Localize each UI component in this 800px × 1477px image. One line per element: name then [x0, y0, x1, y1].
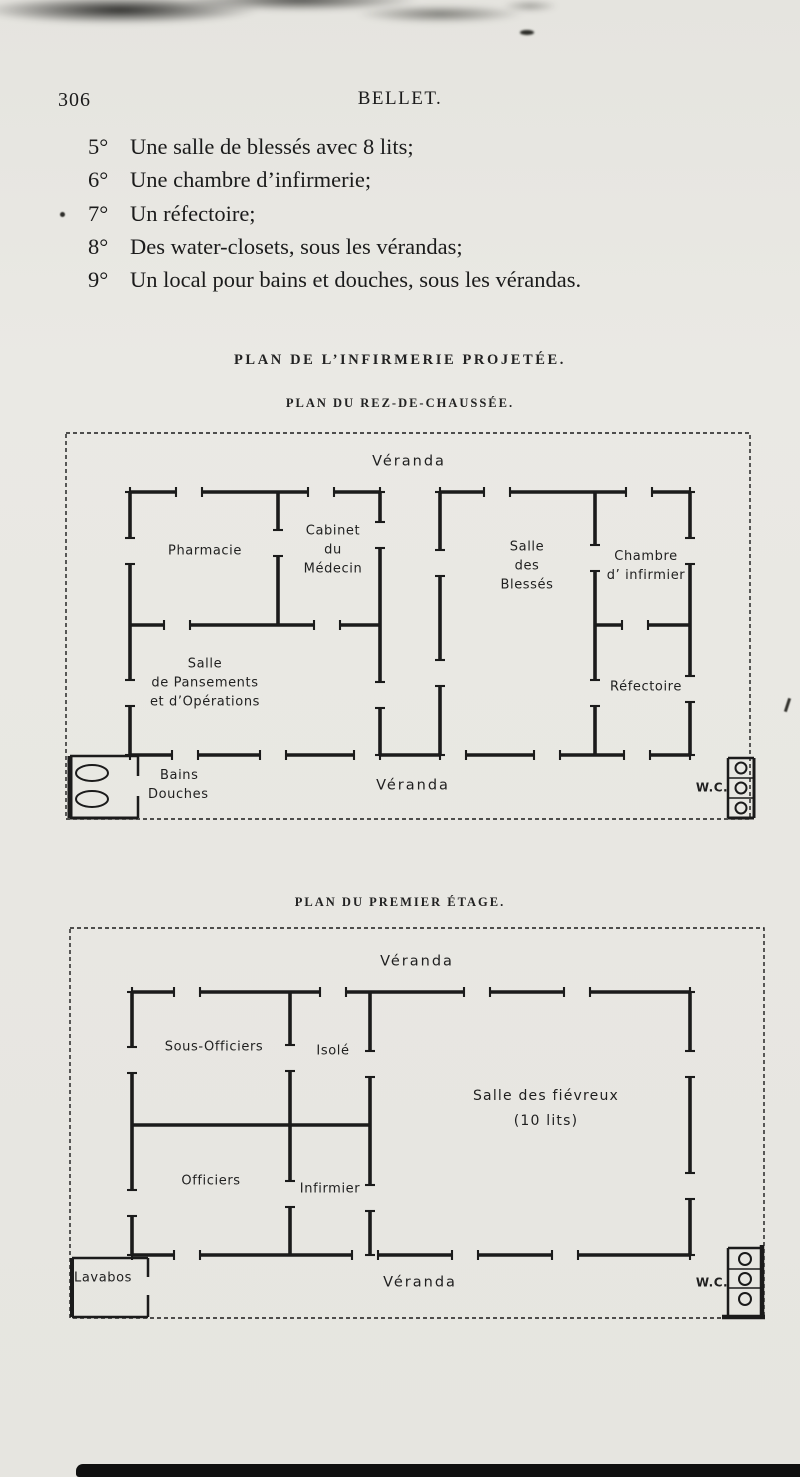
- list-item-number: 8°: [88, 233, 109, 259]
- first-floor-drawing: [69, 927, 765, 1320]
- list-item-9: 9° Un local pour bains et douches, sous …: [88, 263, 748, 296]
- numbered-list: 5° Une salle de blessés avec 8 lits; 6° …: [88, 130, 748, 296]
- first-floor-title: PLAN DU PREMIER ÉTAGE.: [294, 894, 506, 909]
- list-item-number: 5°: [88, 134, 109, 159]
- page-number: 306: [58, 89, 91, 111]
- scan-bar-bottom: [76, 1464, 800, 1477]
- ground-floor-title: PLAN DU REZ-DE-CHAUSSÉE.: [285, 395, 515, 410]
- room-label-salle-blesses: Salle des Blessés: [500, 539, 554, 593]
- toilet-shape: [734, 801, 748, 815]
- list-item-6: 6° Une chambre d’infirmerie;: [88, 163, 748, 196]
- room-label-veranda-bottom: Véranda: [383, 1274, 457, 1291]
- room-label-salle-pansements: Salle de Pansements et d’Opérations: [149, 656, 261, 710]
- toilet-shape: [738, 1292, 752, 1306]
- list-item-number: 9°: [88, 267, 109, 293]
- room-label-isole: Isolé: [316, 1043, 350, 1059]
- toilet-shape: [738, 1252, 752, 1266]
- room-label-infirmier: Infirmier: [299, 1181, 361, 1197]
- toilet-shape: [734, 781, 748, 795]
- plan-dashed-border: [65, 432, 751, 820]
- list-item-text: Un local pour bains et douches, sous les…: [130, 267, 582, 293]
- list-item-text: Un réfectoire;: [130, 200, 256, 226]
- room-label-cabinet-medecin: Cabinet du Médecin: [303, 523, 363, 577]
- room-label-refectoire: Réfectoire: [610, 679, 682, 695]
- room-label-officiers: Officiers: [181, 1173, 241, 1189]
- room-label-veranda-top: Véranda: [372, 453, 446, 470]
- list-item-5: 5° Une salle de blessés avec 8 lits;: [88, 130, 748, 163]
- room-label-pharmacie: Pharmacie: [168, 543, 242, 559]
- room-label-wc: W.C.: [695, 1275, 729, 1290]
- first-floor-plan: Véranda Sous-Officiers Isolé Salle des f…: [64, 925, 766, 1323]
- page-header: 306 BELLET.: [0, 88, 800, 116]
- room-label-sous-officiers: Sous-Officiers: [164, 1039, 264, 1055]
- list-item-number: 7°: [88, 200, 109, 226]
- ground-floor-drawing: [65, 432, 756, 820]
- room-label-bains-douches: Bains Douches: [148, 768, 209, 802]
- room-label-veranda-bottom: Véranda: [376, 777, 450, 794]
- plan-main-title: PLAN DE L’INFIRMERIE PROJETÉE.: [233, 352, 567, 369]
- room-label-veranda-top: Véranda: [380, 953, 454, 970]
- toilet-shape: [738, 1272, 752, 1286]
- room-label-salle-fievreux: Salle des fiévreux (10 lits): [472, 1087, 620, 1129]
- room-label-wc: W.C.: [695, 780, 729, 795]
- list-item-text: Des water-closets, sous les vérandas;: [130, 233, 463, 259]
- ground-floor-plan: Véranda Pharmacie Cabinet du Médecin Sal…: [64, 430, 758, 822]
- list-item-text: Une salle de blessés avec 8 lits;: [130, 134, 414, 159]
- scan-speck: [783, 697, 792, 713]
- scan-speck: [60, 212, 65, 217]
- bathtub-shape: [75, 764, 109, 782]
- bathtub-shape: [75, 790, 109, 808]
- room-label-chambre-infirmier: Chambre d’ infirmier: [606, 549, 686, 583]
- toilet-shape: [734, 761, 748, 775]
- scan-speck: [520, 30, 534, 35]
- list-item-text: Une chambre d’infirmerie;: [130, 167, 372, 193]
- scan-smudge-top: [0, 0, 590, 42]
- list-item-8: 8° Des water-closets, sous les vérandas;: [88, 230, 748, 263]
- list-item-number: 6°: [88, 167, 109, 193]
- room-label-lavabos: Lavabos: [74, 1270, 133, 1286]
- plan-dashed-border: [69, 927, 765, 1319]
- running-head: BELLET.: [357, 88, 443, 109]
- list-item-7: 7° Un réfectoire;: [88, 197, 748, 230]
